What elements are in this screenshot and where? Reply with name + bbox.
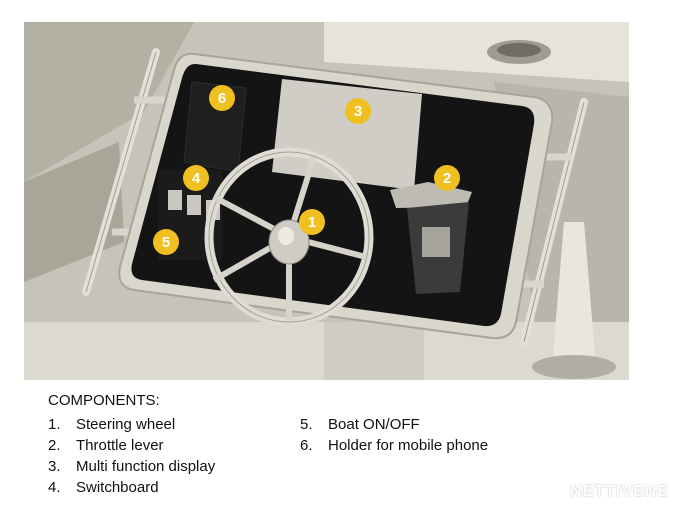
legend-title: COMPONENTS: [48,392,160,409]
marker-1: 1 [299,209,325,235]
legend-item-label: Throttle lever [76,437,164,454]
left-grab-rail-edge [85,51,157,293]
legend-item: 3. Multi function display [48,456,215,477]
legend-column-1: 1. Steering wheel 2. Throttle lever 3. Mult… [48,414,215,498]
marker-4-circle [183,165,209,191]
legend-item: 4. Switchboard [48,477,215,498]
marker-5-circle [153,229,179,255]
legend-item-label: Steering wheel [76,416,176,433]
table-pole-base [532,355,616,379]
console-illustration: 1 2 3 4 5 6 [24,22,629,380]
marker-4: 4 [183,165,209,191]
switch-1 [168,190,182,210]
marker-1-circle [299,209,325,235]
marker-2-label: 2 [443,170,451,187]
legend-item-number: 4. [48,479,61,496]
legend-column-2: 5. Boat ON/OFF 6. Holder for mobile phone [300,414,488,456]
legend-item-number: 1. [48,416,61,433]
legend-item-label: Boat ON/OFF [328,416,420,433]
marker-1-label: 1 [308,214,316,231]
marker-4-label: 4 [192,170,201,187]
marker-5-label: 5 [162,234,170,251]
table-pole [552,222,596,367]
legend-item: 6. Holder for mobile phone [300,435,488,456]
marker-6: 6 [209,85,235,111]
top-deck [324,22,629,82]
marker-6-circle [209,85,235,111]
marker-2-circle [434,165,460,191]
legend-item: 5. Boat ON/OFF [300,414,488,435]
throttle-keypad [422,227,450,257]
marker-5: 5 [153,229,179,255]
legend-item: 2. Throttle lever [48,435,215,456]
marker-6-label: 6 [218,90,226,107]
switch-2 [187,195,201,215]
marker-3: 3 [345,98,371,124]
legend-item-label: Switchboard [76,479,159,496]
console-render: 1 2 3 4 5 6 [24,22,629,380]
cup-holder-inner [497,43,541,57]
marker-3-label: 3 [354,103,362,120]
steering-wheel [204,147,374,327]
legend-item: 1. Steering wheel [48,414,215,435]
right-grab-rail-edge [523,101,585,343]
marker-3-circle [345,98,371,124]
legend-item-number: 5. [300,416,313,433]
marker-2: 2 [434,165,460,191]
pedestal [324,322,424,380]
legend-item-number: 6. [300,437,313,454]
legend-item-number: 2. [48,437,61,454]
legend-item-label: Multi function display [76,458,216,475]
watermark: NETTIVENE [570,483,669,500]
legend-item-label: Holder for mobile phone [328,437,489,454]
legend-item-number: 3. [48,458,61,475]
components-legend: COMPONENTS: 1. Steering wheel 2. Throttle … [48,392,568,502]
